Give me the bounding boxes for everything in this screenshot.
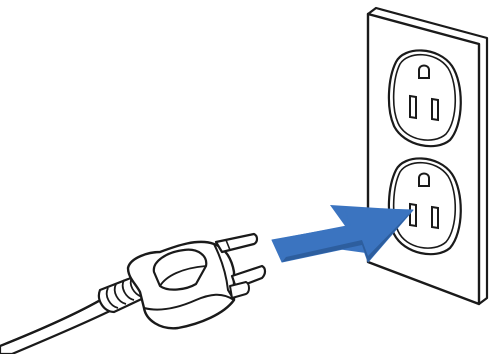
ground-pin	[230, 282, 249, 298]
power-cord	[0, 298, 116, 354]
electrical-plug	[0, 234, 265, 354]
upper-left-slot	[410, 96, 416, 118]
lower-ground-hole	[419, 174, 429, 187]
wall-outlet	[368, 8, 487, 304]
lower-right-slot	[432, 207, 438, 228]
lower-receptacle	[389, 158, 461, 254]
top-prong	[216, 234, 257, 252]
upper-right-slot	[432, 99, 438, 120]
lower-left-slot	[410, 204, 416, 226]
upper-receptacle	[389, 50, 461, 146]
upper-ground-hole	[419, 66, 429, 79]
